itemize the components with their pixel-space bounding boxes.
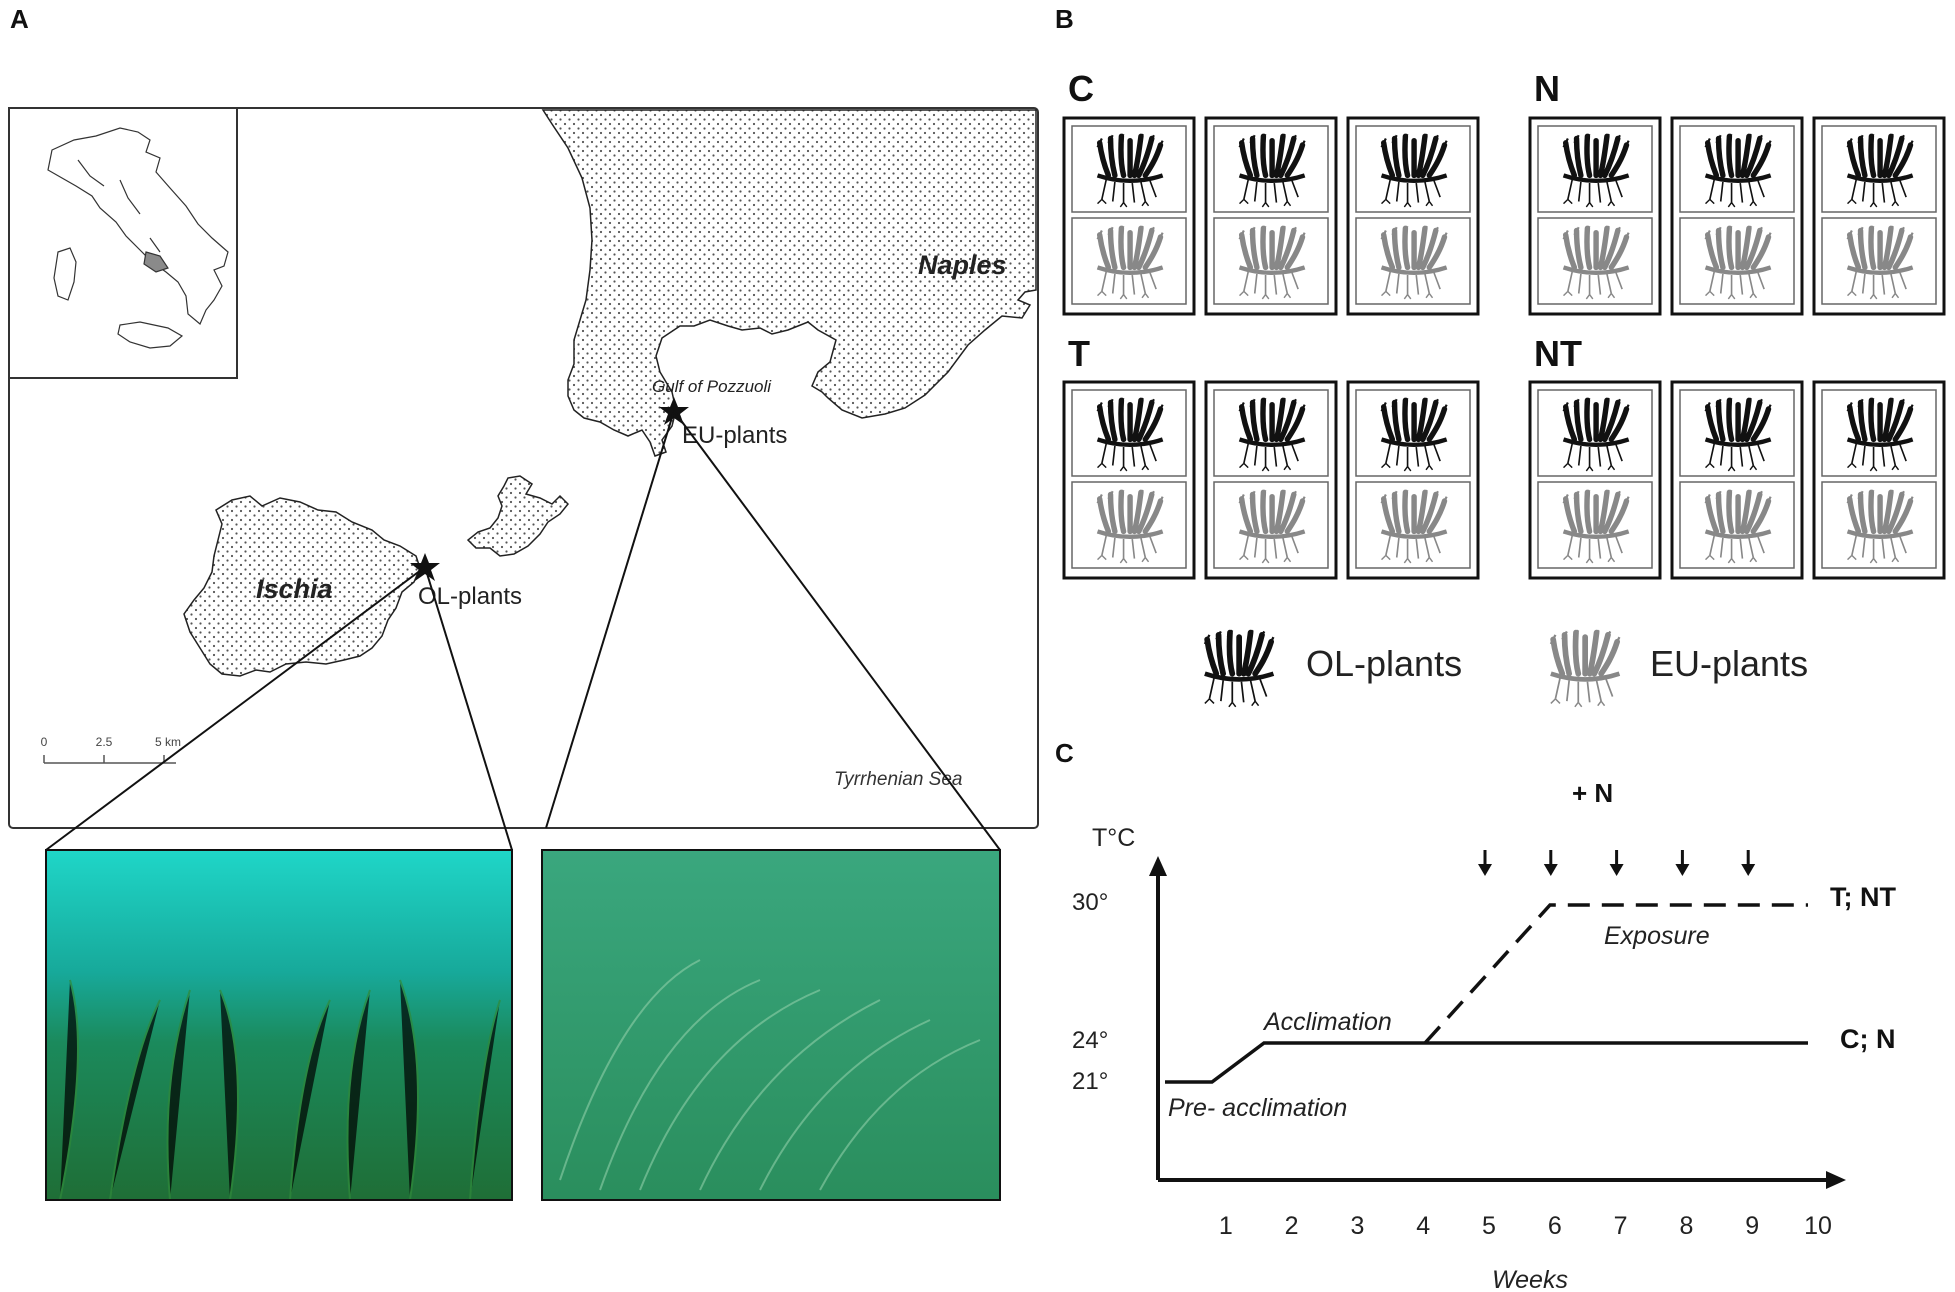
group-label-t: T xyxy=(1068,333,1090,374)
photo-ol-meadow xyxy=(45,849,513,1201)
sea-label: Tyrrhenian Sea xyxy=(834,769,963,790)
photo-eu-meadow xyxy=(541,849,1001,1201)
design-tanks xyxy=(1062,116,1946,580)
y-tick-21: 21° xyxy=(1072,1068,1108,1095)
nutrient-arrow-head xyxy=(1741,864,1756,876)
legend-ol-plant-icon xyxy=(1205,630,1274,707)
nutrient-arrow-head xyxy=(1609,864,1624,876)
site-label-ol: OL-plants xyxy=(418,583,522,610)
x-tick-label: 3 xyxy=(1350,1212,1364,1240)
mainland-naples xyxy=(541,109,1037,457)
legend-eu-label: EU-plants xyxy=(1650,643,1808,684)
x-tick-label: 8 xyxy=(1679,1212,1693,1240)
x-tick-label: 5 xyxy=(1482,1212,1496,1240)
x-tick-label: 10 xyxy=(1804,1212,1832,1240)
control-temperature-line xyxy=(1165,1041,1808,1084)
legend-ol-label: OL-plants xyxy=(1306,643,1462,684)
procida-island xyxy=(466,475,570,557)
line-label-c-n: C; N xyxy=(1840,1024,1896,1054)
panel-letter-c: C xyxy=(1055,738,1074,768)
gulf-label: Gulf of Pozzuoli xyxy=(652,377,772,396)
warming-temperature-line xyxy=(1423,903,1808,1045)
phase-label-exposure: Exposure xyxy=(1604,922,1710,950)
island-label: Ischia xyxy=(256,574,333,604)
ischia-island xyxy=(183,495,421,677)
scale-tick-2-5: 2.5 xyxy=(96,735,113,749)
y-tick-24: 24° xyxy=(1072,1027,1108,1054)
y-axis-title: T°C xyxy=(1092,824,1135,852)
timeline-chart: T°C Weeks 30° 24° 21° 1 2 3 4 5 6 7 8 9 10 + N Ac… xyxy=(1072,778,1896,1292)
legend-eu-plant-icon xyxy=(1551,630,1620,707)
y-tick-30: 30° xyxy=(1072,889,1108,916)
phase-label-pre-acclimation: Pre- acclimation xyxy=(1168,1094,1347,1122)
x-tick-label: 4 xyxy=(1416,1212,1430,1240)
x-axis-title: Weeks xyxy=(1492,1266,1568,1292)
nutrient-label: + N xyxy=(1572,778,1613,808)
callout-lines xyxy=(45,410,1001,851)
nutrient-arrow-head xyxy=(1543,864,1558,876)
x-tick-label: 9 xyxy=(1745,1212,1759,1240)
group-label-n: N xyxy=(1534,68,1560,109)
x-tick-label: 6 xyxy=(1548,1212,1562,1240)
x-tick-label: 2 xyxy=(1285,1212,1299,1240)
study-area-map: 0 2.5 5 km Naples Ischia Gulf of Pozzuol… xyxy=(8,107,1039,851)
group-label-nt: NT xyxy=(1534,333,1582,374)
x-tick-label: 1 xyxy=(1219,1212,1233,1240)
city-label: Naples xyxy=(918,250,1007,280)
scale-bar: 0 2.5 5 km xyxy=(41,735,181,764)
y-axis-arrow xyxy=(1149,856,1167,876)
phase-label-acclimation: Acclimation xyxy=(1262,1008,1392,1036)
nutrient-arrow-head xyxy=(1675,864,1690,876)
nutrient-arrow-head xyxy=(1478,864,1492,876)
italy-inset-map xyxy=(47,127,229,349)
scale-tick-0: 0 xyxy=(41,735,48,749)
group-label-c: C xyxy=(1068,68,1094,109)
site-label-eu: EU-plants xyxy=(682,422,787,449)
panel-letter-a: A xyxy=(10,4,29,34)
x-axis-arrow xyxy=(1826,1171,1846,1189)
design-legend: OL-plants EU-plants xyxy=(1205,630,1808,707)
panel-letter-b: B xyxy=(1055,4,1074,34)
line-label-t-nt: T; NT xyxy=(1830,882,1896,912)
scale-tick-5km: 5 km xyxy=(155,735,181,749)
x-tick-label: 7 xyxy=(1614,1212,1628,1240)
